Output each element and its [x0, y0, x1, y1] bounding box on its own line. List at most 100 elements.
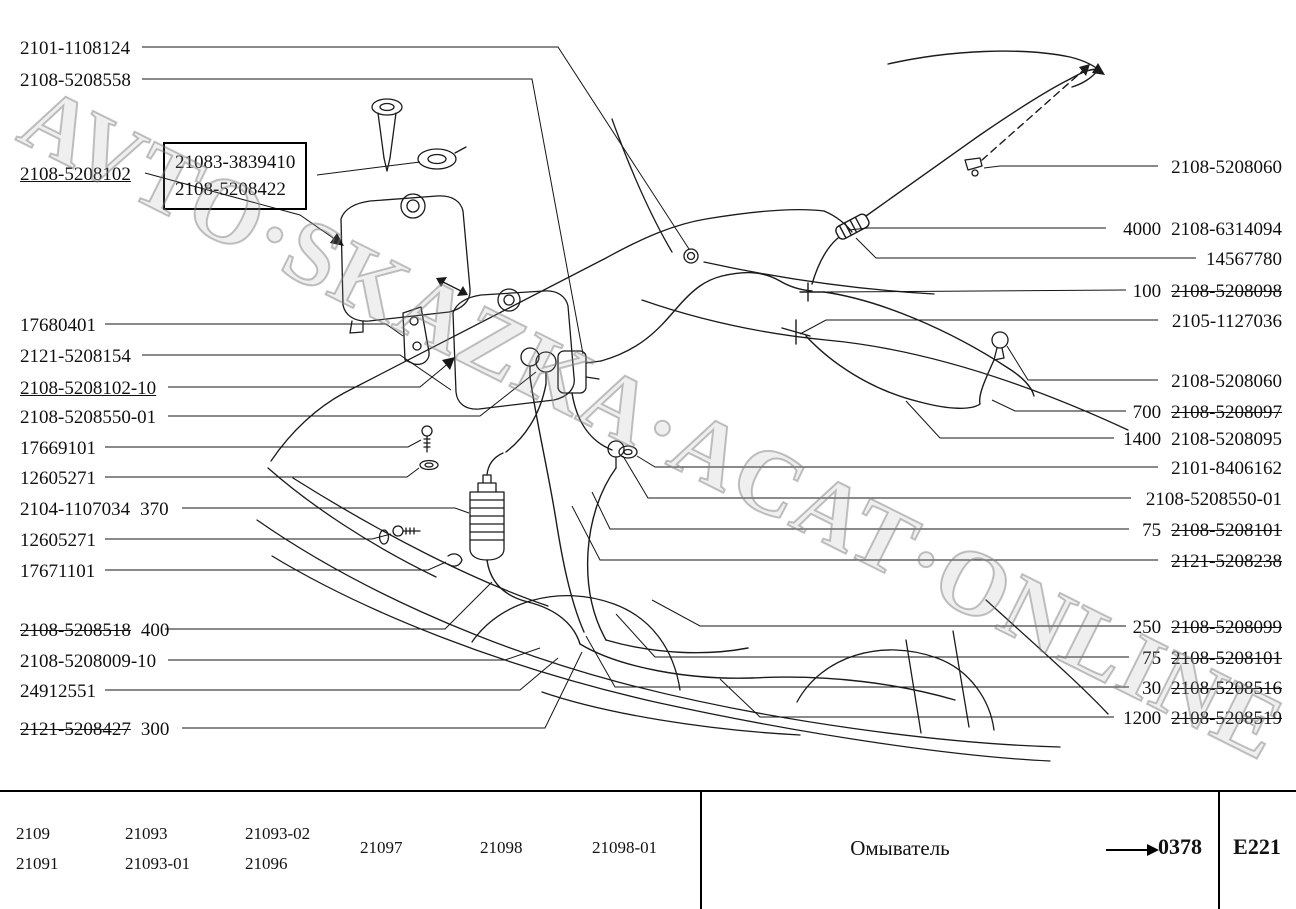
- part-number: 2108-5208518: [20, 620, 131, 641]
- part-label: 1200 2108-5208519: [1123, 708, 1282, 730]
- part-label: 2108-5208558: [20, 70, 131, 92]
- part-label: 1400 2108-5208095: [1123, 429, 1282, 451]
- part-number: 2108-5208095: [1171, 429, 1282, 450]
- part-qty: 700: [1132, 402, 1162, 423]
- leader-lines: [105, 46, 1196, 729]
- part-qty: 300: [140, 719, 170, 740]
- model-code: 21093-01: [125, 854, 191, 873]
- arrow-icon: [1106, 844, 1159, 856]
- page-code: 0378: [1158, 834, 1202, 859]
- part-number: 2108-5208550-01: [20, 407, 157, 428]
- part-number: 14567780: [1206, 249, 1282, 270]
- part-label: 2104-1107034 370: [20, 499, 169, 521]
- part-number: 2108-5208060: [1171, 371, 1282, 392]
- part-number: 12605271: [20, 530, 96, 551]
- part-label: 75 2108-5208101: [1142, 520, 1282, 542]
- part-number: 2108-5208060: [1171, 157, 1282, 178]
- part-number: 2108-5208558: [20, 70, 131, 91]
- part-label: 2108-5208060: [1171, 371, 1282, 393]
- part-label: 2108-5208102: [20, 164, 131, 186]
- model-code: 2109: [16, 824, 50, 843]
- part-label: 2108-5208102-10: [20, 378, 156, 400]
- part-label: 2108-5208550-01: [1146, 489, 1282, 511]
- part-label: 2121-5208154: [20, 346, 131, 368]
- part-number: 17669101: [20, 438, 96, 459]
- part-qty: 30: [1142, 678, 1162, 699]
- part-number: 2101-8406162: [1171, 458, 1282, 479]
- part-number: 2101-1108124: [20, 38, 131, 59]
- part-label: 2105-1127036: [1172, 311, 1282, 333]
- part-label: 700 2108-5208097: [1133, 402, 1282, 424]
- model-code: 21097: [360, 838, 403, 857]
- part-qty: 400: [140, 620, 170, 641]
- part-label: 21083-3839410: [175, 149, 295, 176]
- part-number-box: 21083-3839410 2108-5208422: [163, 142, 308, 210]
- model-code: 21091: [16, 854, 59, 873]
- part-number: 2108-5208101: [1171, 520, 1282, 541]
- part-number: 17671101: [20, 561, 96, 582]
- model-code: 21093: [125, 824, 168, 843]
- divider: [1218, 792, 1220, 909]
- model-code: 21098: [480, 838, 523, 857]
- part-label: 24912551: [20, 681, 96, 703]
- part-label: 17680401: [20, 315, 96, 337]
- part-number: 24912551: [20, 681, 96, 702]
- part-number: 2108-5208097: [1171, 402, 1282, 423]
- hoses: [486, 50, 1105, 701]
- part-label: 2101-1108124: [20, 38, 130, 60]
- model-code: 21098-01: [592, 838, 658, 857]
- part-qty: 1200: [1123, 708, 1162, 729]
- part-number: 2108-5208101: [1171, 648, 1282, 669]
- part-number: 17680401: [20, 315, 96, 336]
- part-number: 2121-5208238: [1171, 551, 1282, 572]
- part-number: 2108-5208516: [1171, 678, 1282, 699]
- part-number: 2108-5208098: [1171, 281, 1282, 302]
- part-number: 2108-5208519: [1171, 708, 1282, 729]
- part-label: 2101-8406162: [1171, 458, 1282, 480]
- reservoir-and-parts: [340, 98, 1009, 567]
- part-qty: 1400: [1123, 429, 1162, 450]
- part-qty: 75: [1142, 648, 1162, 669]
- part-number: 2104-1107034: [20, 499, 131, 520]
- part-number: 2121-5208154: [20, 346, 131, 367]
- part-label: 2121-5208238: [1171, 551, 1282, 573]
- part-label: 2121-5208427 300: [20, 719, 169, 741]
- part-number: 2108-6314094: [1171, 219, 1282, 240]
- divider: [700, 792, 702, 909]
- part-qty: 4000: [1123, 219, 1162, 240]
- part-number: 2108-5208009-10: [20, 651, 157, 672]
- model-code: 21093-02: [245, 824, 311, 843]
- part-label: 14567780: [1206, 249, 1282, 271]
- part-qty: 370: [140, 499, 169, 520]
- part-number: 21083-3839410: [175, 152, 296, 173]
- part-label: 75 2108-5208101: [1142, 648, 1282, 670]
- part-label: 4000 2108-6314094: [1123, 219, 1282, 241]
- part-number: 2108-5208102-10: [20, 378, 157, 399]
- part-number: 2108-5208550-01: [1145, 489, 1282, 510]
- part-qty: 250: [1132, 617, 1162, 638]
- part-number: 2121-5208427: [20, 719, 131, 740]
- title-block: 2109 21091 21093 21093-01 21093-02 21096…: [0, 790, 1296, 909]
- part-qty: 100: [1132, 281, 1162, 302]
- section-title: Омыватель: [850, 836, 950, 860]
- washer-system-diagram: [105, 46, 1196, 762]
- part-label: 17669101: [20, 438, 96, 460]
- part-qty: 75: [1142, 520, 1162, 541]
- part-label: 250 2108-5208099: [1133, 617, 1282, 639]
- part-label: 2108-5208009-10: [20, 651, 156, 673]
- part-label: 30 2108-5208516: [1142, 678, 1282, 700]
- model-code: 21096: [245, 854, 288, 873]
- part-number: 2105-1127036: [1171, 311, 1282, 332]
- part-label: 2108-5208422: [175, 176, 295, 203]
- part-label: 12605271: [20, 530, 96, 552]
- part-label: 2108-5208518 400: [20, 620, 169, 642]
- part-number: 12605271: [20, 468, 96, 489]
- part-label: 2108-5208550-01: [20, 407, 156, 429]
- car-body-outline: [256, 118, 1129, 762]
- part-number: 2108-5208099: [1171, 617, 1282, 638]
- part-number: 2108-5208422: [175, 179, 286, 200]
- part-number: 2108-5208102: [20, 164, 131, 185]
- part-label: 17671101: [20, 561, 95, 583]
- sheet-code: Е221: [1233, 834, 1281, 859]
